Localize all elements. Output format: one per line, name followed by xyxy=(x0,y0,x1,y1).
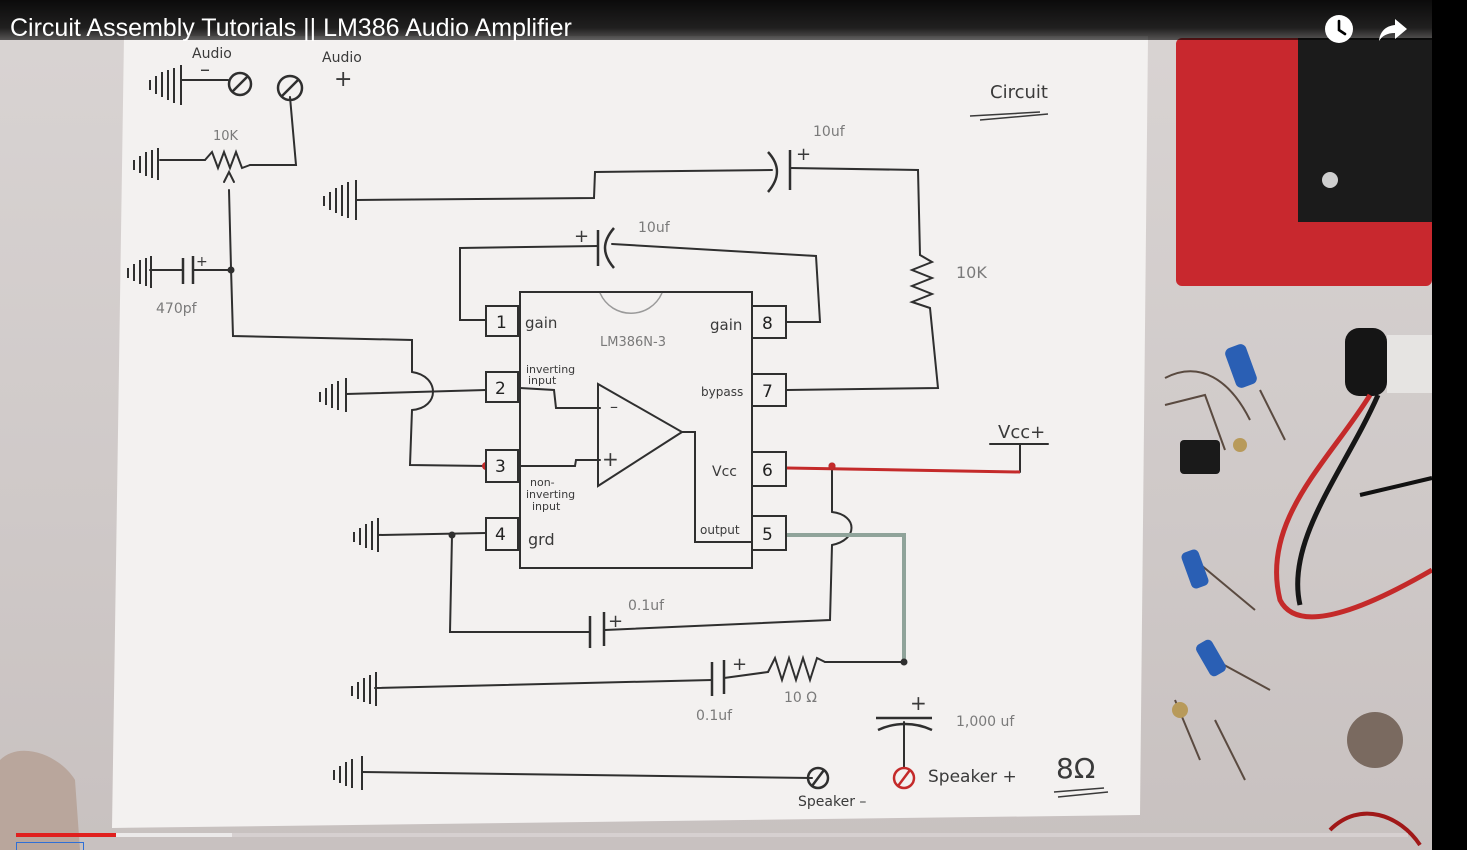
loose-components xyxy=(1164,370,1286,781)
pot-value-label: 10K xyxy=(213,129,239,144)
pin7-name-label: bypass xyxy=(701,385,743,399)
video-title[interactable]: Circuit Assembly Tutorials || LM386 Audi… xyxy=(10,14,572,42)
blue-capacitor-3 xyxy=(1196,639,1226,677)
black-transistor xyxy=(1180,440,1220,474)
res-right-value-label: 10K xyxy=(956,263,987,282)
bottom-right-wire xyxy=(1328,811,1422,847)
pin4-name-label: grd xyxy=(528,530,555,549)
hand-shadow xyxy=(0,750,80,850)
pin-number-4: 4 xyxy=(495,525,506,545)
chapter-marker xyxy=(16,842,84,850)
jack-symbols xyxy=(227,71,830,790)
opamp-minus-label: – xyxy=(610,397,618,416)
progress-buffered xyxy=(16,833,232,837)
audio-neg-label: Audio xyxy=(192,46,232,62)
noninverting-label-3: input xyxy=(532,500,561,513)
toolbox-lid xyxy=(1298,38,1432,222)
cap-in-value-label: 470pf xyxy=(156,301,198,317)
cap-bypass-value-label: 0.1uf xyxy=(628,598,665,614)
progress-bar[interactable] xyxy=(16,833,1408,837)
battery-wire-black xyxy=(1295,393,1381,606)
pin1-name-label: gain xyxy=(525,314,557,332)
ground-symbols xyxy=(127,65,379,790)
blue-capacitor-1 xyxy=(1225,344,1257,388)
pin6-name-label: Vcc xyxy=(712,464,737,480)
res-zobel-value-label: 10 Ω xyxy=(784,690,817,706)
potentiometer xyxy=(1347,712,1403,768)
pin-number-1: 1 xyxy=(496,313,507,333)
cap-bypass-plus: + xyxy=(608,611,623,632)
capacitor-symbols xyxy=(181,150,933,732)
junction-dot-vcc xyxy=(828,462,836,470)
speaker-positive-jack xyxy=(892,766,916,790)
inverting-label-2: input xyxy=(528,374,557,387)
cap-zobel-value-label: 0.1uf xyxy=(696,708,733,724)
ceramic-cap-1 xyxy=(1233,438,1247,452)
black-wire-stub xyxy=(1359,476,1433,497)
opamp-triangle xyxy=(597,382,684,488)
cap-top-value-label: 10uf xyxy=(813,124,846,140)
progress-played xyxy=(16,833,117,837)
share-button[interactable] xyxy=(1376,12,1410,46)
speaker-imp-underline xyxy=(1053,787,1109,798)
battery-wire-red xyxy=(1273,393,1434,620)
output-wire xyxy=(787,533,906,662)
cap-out-plus: + xyxy=(910,691,927,715)
circuit-label: Circuit xyxy=(990,82,1048,103)
cap-in-plus: + xyxy=(196,254,208,270)
share-arrow-icon xyxy=(1379,19,1407,41)
paper-sheet xyxy=(112,36,1148,828)
audio-pos-sign: + xyxy=(334,67,352,92)
pin-number-5: 5 xyxy=(762,525,773,545)
battery-clip xyxy=(1345,328,1387,396)
circuit-wires xyxy=(149,79,1049,779)
pin5-name-label: output xyxy=(700,523,740,537)
vcc-wire xyxy=(786,466,1021,474)
pin-boxes xyxy=(485,305,787,551)
vcc-label: Vcc+ xyxy=(998,422,1045,443)
cap-gain-plus: + xyxy=(574,226,589,247)
circuit-underline xyxy=(969,111,1049,121)
ic-notch xyxy=(599,292,663,314)
noninverting-label-1: non- xyxy=(530,476,555,489)
speaker-pos-label: Speaker + xyxy=(928,767,1017,787)
pin-number-3: 3 xyxy=(495,457,506,477)
toolbox-screw xyxy=(1322,172,1338,188)
cap-top-plus: + xyxy=(796,144,811,165)
opamp-plus-label: + xyxy=(602,447,619,471)
speaker-impedance-label: 8Ω xyxy=(1056,752,1095,785)
audio-pos-label: Audio xyxy=(322,50,362,66)
ic-body xyxy=(519,291,753,569)
player-title-bar: Circuit Assembly Tutorials || LM386 Audi… xyxy=(0,0,1467,43)
pin8-name-label: gain xyxy=(710,316,742,334)
inverting-label-1: inverting xyxy=(526,363,575,376)
ceramic-cap-2 xyxy=(1172,702,1188,718)
blue-capacitor-2 xyxy=(1181,549,1209,589)
chip-name-label: LM386N-3 xyxy=(600,335,666,350)
watch-later-button[interactable] xyxy=(1322,12,1356,46)
cap-zobel-plus: + xyxy=(732,654,747,675)
clock-icon xyxy=(1325,15,1353,43)
video-letterbox xyxy=(1432,0,1467,850)
pin-number-6: 6 xyxy=(762,461,773,481)
audio-neg-sign: – xyxy=(200,57,210,81)
pin-number-2: 2 xyxy=(495,379,506,399)
cap-gain-value-label: 10uf xyxy=(638,220,671,236)
pin-number-7: 7 xyxy=(762,382,773,402)
pin-number-8: 8 xyxy=(762,314,773,334)
cap-out-value-label: 1,000 uf xyxy=(956,714,1015,730)
noninverting-label-2: inverting xyxy=(526,488,575,501)
speaker-neg-label: Speaker – xyxy=(798,794,866,810)
battery-clip-body xyxy=(1387,335,1432,393)
